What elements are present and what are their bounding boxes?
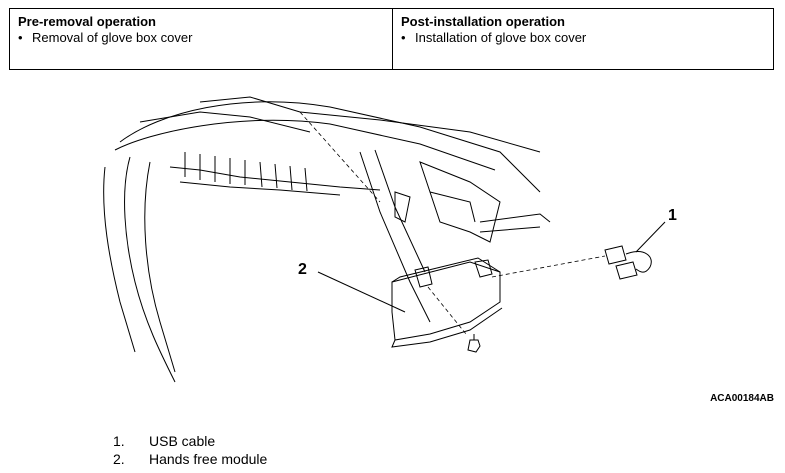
legend-label: USB cable [149,433,216,449]
screw-drawing [467,334,481,353]
post-installation-item-text: Installation of glove box cover [415,30,587,45]
callout-1: 1 [668,207,677,224]
post-installation-item: • Installation of glove box cover [401,30,765,46]
figure-code: ACA00184AB [710,393,774,404]
legend-label: Hands free module [149,451,268,467]
installation-diagram: 1 2 [103,96,677,383]
guide-lines [299,111,606,335]
pre-removal-item: • Removal of glove box cover [18,30,384,46]
dashboard-outline [103,96,551,383]
bullet-icon: • [401,30,406,45]
legend-number: 2. [113,451,125,467]
legend-list: 1. USB cable 2. Hands free module [113,432,267,468]
bullet-icon: • [18,30,23,45]
pre-removal-column: Pre-removal operation • Removal of glove … [10,9,393,69]
operations-table: Pre-removal operation • Removal of glove … [9,8,774,70]
legend-item: 1. USB cable [113,432,267,450]
post-installation-heading: Post-installation operation [401,14,565,29]
post-installation-column: Post-installation operation • Installatio… [393,9,773,69]
legend-number: 1. [113,433,125,449]
usb-cable-drawing [604,245,652,280]
pre-removal-item-text: Removal of glove box cover [32,30,193,45]
module-drawing [391,257,503,348]
leader-lines [317,221,666,313]
legend-item: 2. Hands free module [113,450,267,468]
callout-2: 2 [298,261,307,278]
pre-removal-heading: Pre-removal operation [18,14,156,29]
